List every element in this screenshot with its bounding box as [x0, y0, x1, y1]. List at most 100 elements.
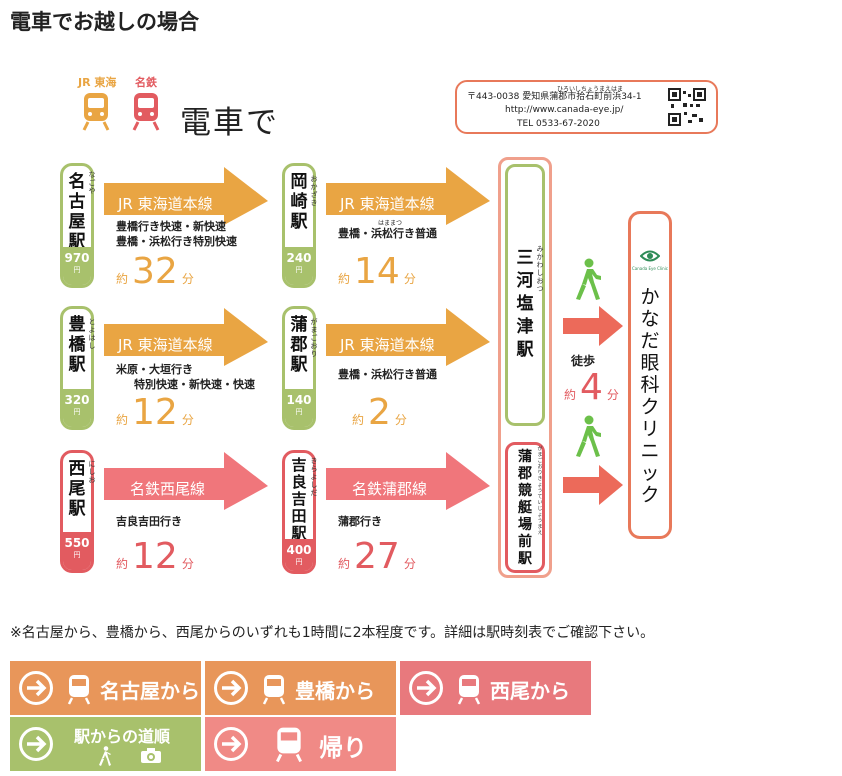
label-text: 豊橋行き快速・新快速 [116, 220, 226, 233]
label-text: 科 [640, 374, 660, 396]
ruby-okazaki: おかざき [310, 175, 318, 207]
label-text: 約 [116, 272, 129, 286]
label-text: 前 [518, 534, 532, 550]
ruby-nishio: にしお [88, 460, 96, 484]
label-text: 競 [518, 483, 532, 499]
fare-value: 400 [286, 543, 312, 557]
train-icon [276, 727, 302, 763]
label-text: 円 [73, 551, 81, 559]
label-text: 32 [132, 251, 178, 292]
walk-arrow-meitetsu [563, 465, 623, 505]
label-text: 12 [132, 536, 178, 577]
from-nishio-button[interactable]: 西尾から [400, 661, 591, 715]
arrow-circle-icon [214, 727, 248, 761]
jr-label: JR 東海 [78, 76, 117, 89]
label-text: 名鉄蒲郡線 [352, 480, 428, 498]
ruby-gamagori-kyoteijo-mae: がまごおりきょうていじょうまえ [537, 446, 543, 536]
label-text: 約 [338, 272, 351, 286]
walking-icon [99, 746, 111, 766]
train-heading: 電車で [180, 105, 279, 141]
directions-from-station-button[interactable]: 駅からの道順 [10, 717, 201, 771]
label-text: 分 [403, 272, 416, 286]
clinic-logo-icon [640, 250, 660, 262]
label-text: リ [640, 418, 660, 440]
label-text: 名 [68, 172, 86, 192]
fare-value: 320 [64, 393, 90, 407]
page-title: 電車でお越しの場合 [10, 10, 199, 34]
label-text: 分 [394, 413, 407, 427]
frequency-note: ※名古屋から、豊橋から、西尾からのいずれも1時間に2本程度です。詳細は駅時刻表で… [10, 625, 655, 641]
label-text: 約 [116, 413, 129, 427]
walk-label: 徒歩 [571, 354, 596, 368]
label-text: 名古屋から [100, 679, 200, 703]
clinic-logo-text: Canada Eye Clinic [632, 266, 668, 271]
label-text: 尾 [68, 479, 86, 499]
fare-value: 240 [286, 251, 312, 265]
label-text: 古 [68, 192, 86, 212]
label-text: 吉 [291, 490, 307, 508]
from-toyohashi-button[interactable]: 豊橋から [205, 661, 396, 715]
label-text: 岡 [290, 172, 308, 192]
walking-person-icon [576, 415, 601, 457]
label-text: 駅 [290, 355, 308, 375]
address-box: ひろいしちょうまえはま 〒443-0038 愛知県蒲郡市拾石町前浜34-1 ht… [455, 80, 718, 134]
label-text: 艇 [518, 500, 532, 516]
label-text: JR 東海道本線 [118, 336, 213, 354]
label-text: 分 [403, 557, 416, 571]
address-tel: TEL 0533-67-2020 [517, 119, 600, 129]
label-text: 分 [181, 272, 194, 286]
label-text: 2 [368, 392, 391, 433]
from-nagoya-button[interactable]: 名古屋から [10, 661, 201, 715]
ruby-mikawa-shiotsu: みかわしおつ [536, 245, 544, 293]
label-text: 良 [291, 473, 307, 491]
label-text: ク [640, 396, 660, 418]
label-text: 分 [606, 388, 619, 402]
label-text: 分 [181, 557, 194, 571]
meitetsu-label: 名鉄 [135, 76, 157, 89]
label-text: 円 [73, 266, 81, 274]
return-button[interactable]: 帰り [205, 717, 396, 771]
station-gamagori-kyoteijo-mae[interactable]: 蒲郡競艇場前駅 [505, 442, 545, 573]
clinic-destination[interactable]: Canada Eye Clinic かなだ眼科クリニック [628, 211, 672, 539]
label-text: 米原・大垣行き [116, 363, 193, 376]
train-icon [262, 675, 286, 705]
label-text: 駅 [516, 340, 534, 360]
label-text: 駅 [68, 355, 86, 375]
label-text: 豊 [68, 315, 86, 335]
label-text: 駅 [290, 212, 308, 232]
label-text: 津 [516, 317, 534, 337]
ruby-toyohashi: とよはし [88, 318, 96, 350]
label-text: 帰り [319, 734, 367, 762]
label-text: 河 [516, 271, 534, 291]
qr-code-icon[interactable] [668, 88, 706, 126]
jr-train-icon [82, 93, 110, 131]
label-text: 27 [354, 536, 400, 577]
label-text: 西 [68, 459, 86, 479]
station-mikawa-shiotsu[interactable]: 三河塩津駅 [505, 164, 545, 426]
label-text: ニ [640, 440, 660, 462]
label-text: ク [640, 484, 660, 506]
label-text: な [640, 308, 660, 330]
label-text: 蒲 [518, 449, 532, 465]
label-text: 蒲 [290, 315, 308, 335]
label-text: 豊橋から [295, 679, 375, 703]
label-text: 駅 [518, 551, 532, 567]
fare-value: 550 [64, 536, 90, 550]
label-text: 円 [295, 266, 303, 274]
clinic-name: かなだ眼科クリニック [631, 286, 669, 506]
address-url[interactable]: http://www.canada-eye.jp/ [505, 105, 624, 115]
walking-person-icon [576, 258, 601, 300]
train-icon [457, 675, 481, 705]
label-text: 駅 [291, 524, 307, 542]
